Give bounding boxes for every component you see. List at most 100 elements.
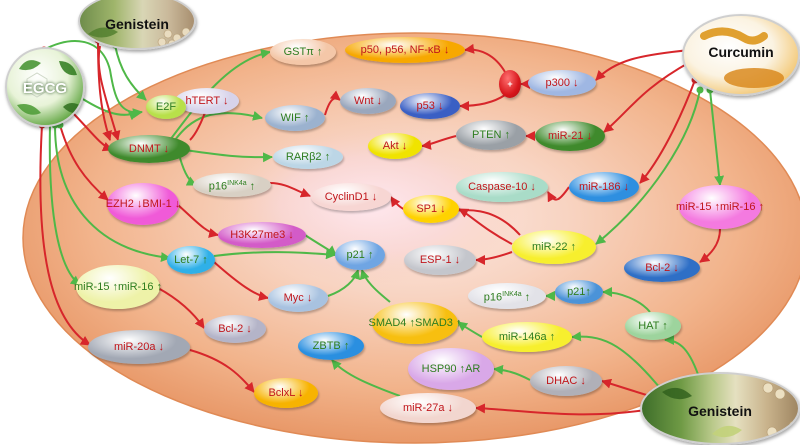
p16-upper-label-base: p16	[208, 180, 228, 193]
dot-cur-d	[696, 86, 704, 94]
edge-genb-mir27a	[475, 403, 646, 416]
node-h3k27me3[interactable]: H3K27me3 ↓	[218, 222, 306, 248]
genistein-top-label: Genistein	[105, 16, 169, 32]
edge-e2f-htert	[189, 104, 210, 141]
edge-plus-p50	[464, 43, 506, 73]
node-mir186[interactable]: miR-186 ↓	[569, 172, 639, 202]
node-p21-right[interactable]: p21↑	[555, 280, 603, 304]
curcumin-label: Curcumin	[708, 44, 774, 60]
dnmt-label: DNMT ↓	[128, 143, 170, 155]
node-p53[interactable]: p53 ↓	[400, 93, 460, 119]
node-p300[interactable]: p300 ↓	[528, 70, 596, 96]
edge-egcg-ezh2	[59, 124, 109, 201]
p21-center-label: p21 ↑	[346, 249, 374, 261]
node-hat[interactable]: HAT ↑	[625, 312, 681, 340]
node-p50-nfkb[interactable]: p50, p56, NF-κB ↓	[345, 37, 465, 63]
genistein-top-source[interactable]: Genistein	[78, 0, 196, 50]
let7-label: Let-7 ↑	[174, 254, 208, 266]
edge-egcg-mir20a	[39, 124, 91, 346]
node-hsp90-ar[interactable]: HSP90 ↑AR	[408, 348, 494, 390]
soybean-pods-image	[662, 382, 798, 442]
p16-upper-label-sup: INK4a	[227, 179, 247, 187]
node-mir22[interactable]: miR-22 ↑	[512, 230, 596, 264]
node-wif[interactable]: WIF ↑	[265, 105, 325, 131]
edge-p21b-p16b	[545, 290, 556, 301]
node-htert[interactable]: hTERT ↓	[175, 88, 239, 114]
edge-mir22-sp1	[458, 208, 513, 245]
node-p21-center[interactable]: p21 ↑	[335, 240, 385, 270]
edge-dnmt-rarb2	[184, 149, 273, 163]
node-caspase10[interactable]: Caspase-10 ↓	[456, 172, 548, 202]
edge-dhac-hsp90	[493, 364, 531, 381]
genistein-bottom-source[interactable]: Genistein	[640, 372, 800, 445]
node-gstpi[interactable]: GSTπ ↑	[270, 39, 336, 65]
pten-label: PTEN ↑	[472, 129, 510, 141]
p16-upper-label-arrow: ↑	[246, 180, 256, 193]
h3k27-label: H3K27me3 ↓	[230, 229, 294, 241]
wnt-label: Wnt ↓	[353, 95, 383, 107]
p300-label: p300 ↓	[545, 77, 579, 89]
wif-label: WIF ↑	[280, 112, 310, 124]
mir186-label: miR-186 ↓	[578, 181, 630, 193]
ar-label: AR	[465, 363, 481, 375]
edge-egcg-let7	[54, 124, 171, 263]
edge-smad-p21	[359, 269, 391, 303]
zbtb-label: ZBTB ↑	[312, 340, 350, 352]
node-pten[interactable]: PTEN ↑	[456, 120, 526, 150]
node-p16-lower[interactable]: p16INK4a ↑	[468, 283, 546, 309]
node-bcl2-left[interactable]: Bcl-2 ↓	[204, 315, 266, 343]
mir27a-label: miR-27a ↓	[402, 402, 454, 414]
node-mir15-16-left[interactable]: miR-15 ↑miR-16 ↑	[74, 265, 163, 309]
p16-lower-label-base: p16	[483, 291, 503, 304]
p16-lower-label-arrow: ↑	[521, 291, 531, 304]
node-myc[interactable]: Myc ↓	[268, 284, 328, 312]
node-mir20a[interactable]: miR-20a ↓	[88, 330, 190, 364]
node-bclxl[interactable]: BclxL ↓	[254, 378, 318, 408]
edge-genistein-dnmt-2	[97, 45, 121, 141]
node-smad4-smad3[interactable]: SMAD4 ↑SMAD3 ↑	[368, 302, 461, 344]
node-esp1[interactable]: ESP-1 ↓	[404, 245, 476, 275]
node-mir146a[interactable]: miR-146a ↑	[482, 322, 572, 352]
soybean-image	[88, 27, 191, 48]
node-dnmt[interactable]: DNMT ↓	[108, 135, 190, 163]
node-sp1[interactable]: SP1 ↓	[403, 195, 459, 223]
bclxl-label: BclxL ↓	[268, 387, 304, 399]
egcg-label: EGCG	[22, 80, 68, 97]
node-mir15-16-right[interactable]: miR-15 ↑miR-16 ↑	[676, 185, 765, 229]
rarb2-label: RARβ2 ↑	[285, 151, 331, 163]
mir16-right-label: miR-16 ↑	[720, 201, 765, 213]
sp1-label: SP1 ↓	[416, 203, 446, 215]
node-mir27a[interactable]: miR-27a ↓	[380, 393, 476, 423]
edge-mir15l-bcl2l	[157, 287, 205, 329]
p50-label: p50, p56, NF-κB ↓	[360, 44, 450, 56]
node-p16-upper[interactable]: p16INK4a ↑	[193, 173, 271, 197]
node-rarb2[interactable]: RARβ2 ↑	[273, 145, 343, 169]
egcg-source[interactable]: EGCG	[5, 47, 85, 127]
node-cyclind1[interactable]: CyclinD1 ↓	[311, 183, 391, 211]
hat-label: HAT ↑	[638, 320, 668, 332]
node-e2f[interactable]: E2F	[146, 95, 186, 119]
bmi1-label: BMI-1 ↓	[142, 198, 181, 210]
p16-lower-label: p16INK4a ↑	[484, 289, 530, 304]
node-let7[interactable]: Let-7 ↑	[167, 246, 215, 274]
node-bcl2-right[interactable]: Bcl-2 ↓	[624, 254, 700, 282]
p21-right-label: p21↑	[567, 286, 591, 298]
node-akt[interactable]: Akt ↓	[368, 133, 422, 159]
cyclind1-label: CyclinD1 ↓	[324, 191, 378, 203]
node-wnt[interactable]: Wnt ↓	[340, 88, 396, 114]
hsp90-label: HSP90 ↑	[421, 363, 466, 375]
mir16-left-label: miR-16 ↑	[118, 281, 163, 293]
ezh2-label: EZH2 ↓	[105, 198, 143, 210]
node-ezh2-bmi1[interactable]: EZH2 ↓BMI-1 ↓	[105, 183, 181, 225]
node-dhac[interactable]: DHAC ↓	[530, 366, 602, 396]
edge-genb-mir146a	[571, 331, 661, 389]
curcumin-source[interactable]: Curcumin	[682, 14, 800, 96]
smad4-label: SMAD4 ↑	[368, 317, 415, 329]
node-zbtb[interactable]: ZBTB ↑	[298, 332, 364, 360]
mir20a-label: miR-20a ↓	[113, 341, 165, 353]
edge-let7-p21	[213, 249, 336, 260]
mir21-label: miR-21 ↓	[547, 130, 592, 142]
node-mir21[interactable]: miR-21 ↓	[535, 121, 605, 151]
edge-pten-akt	[421, 135, 457, 150]
